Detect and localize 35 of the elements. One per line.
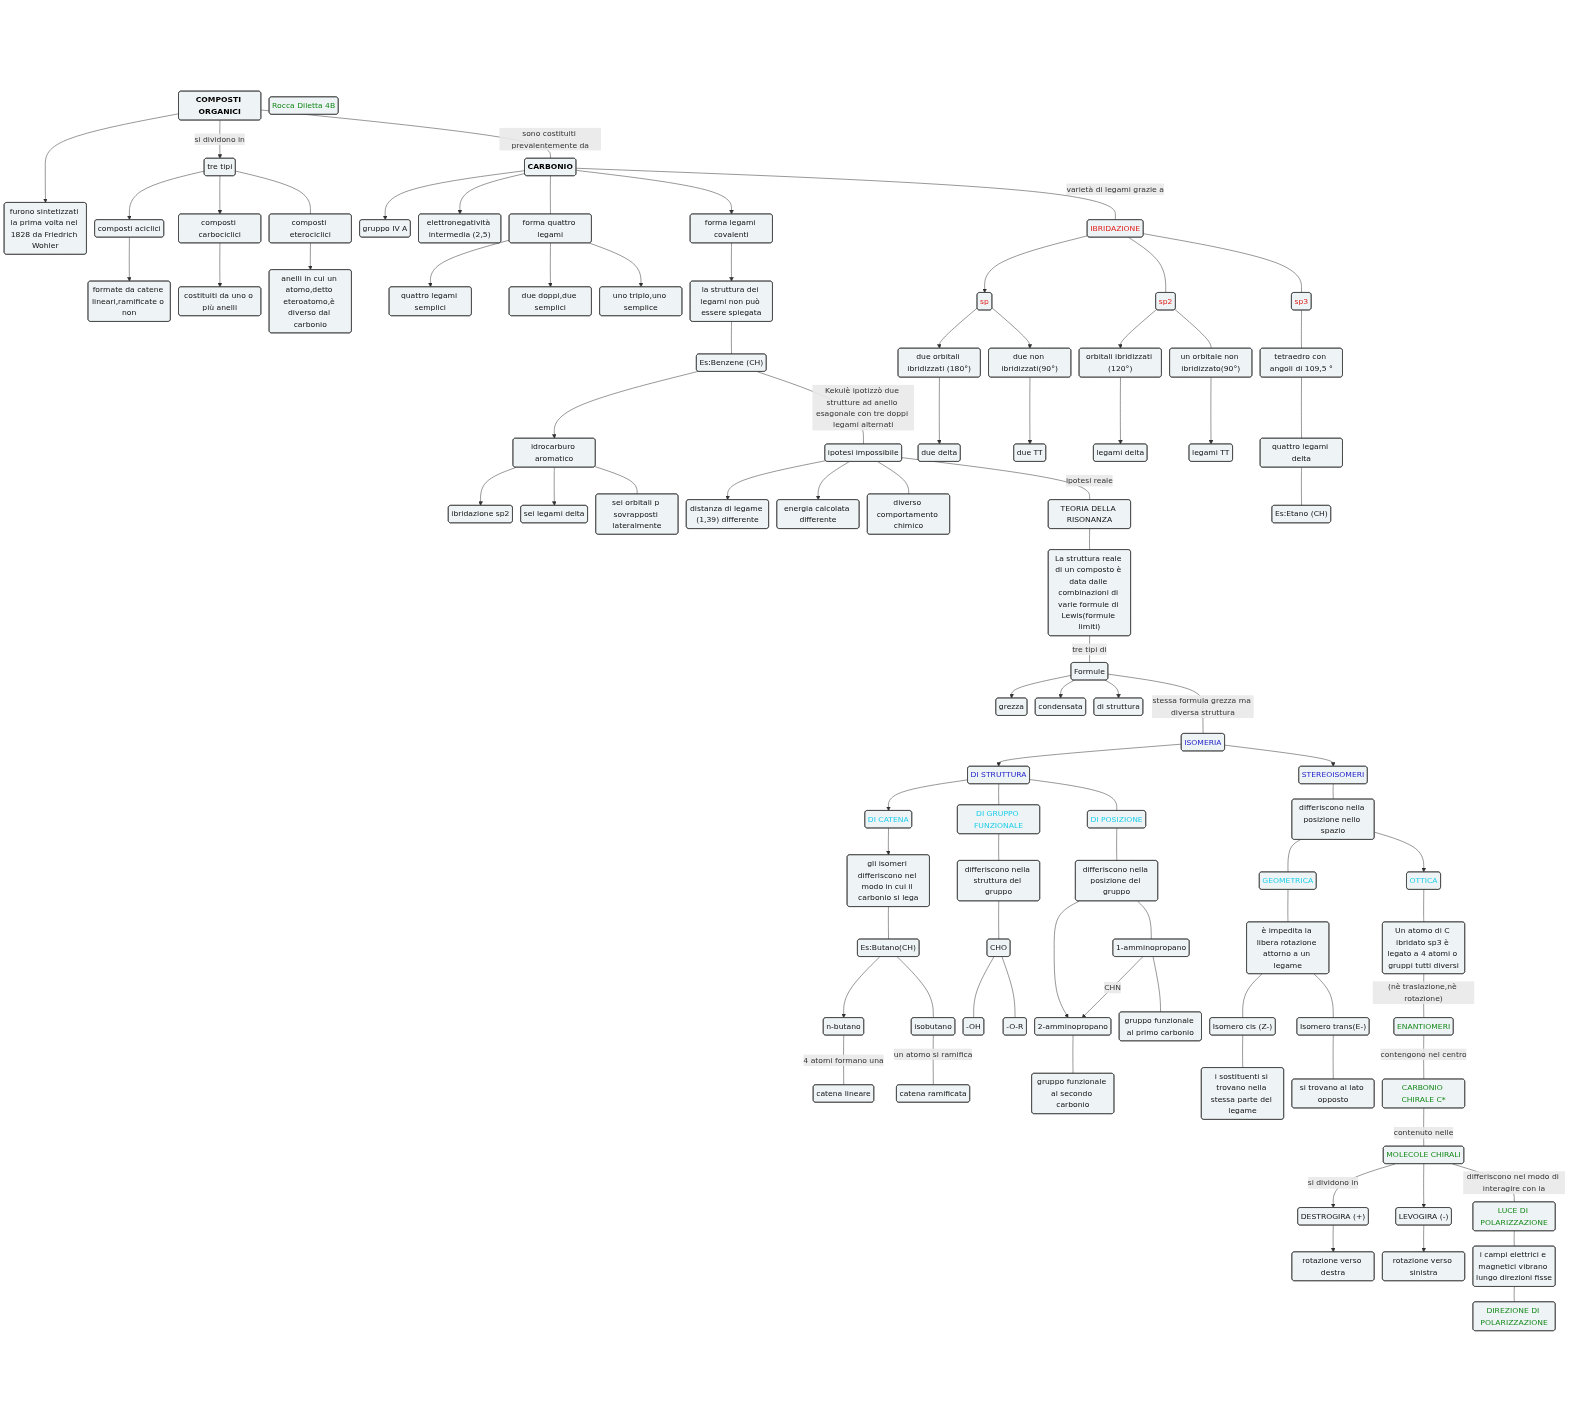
connector (1242, 973, 1263, 1018)
connector (1287, 889, 1289, 922)
connector (1137, 900, 1152, 940)
connector (594, 465, 638, 494)
connector (1128, 236, 1166, 293)
connector (1513, 1286, 1515, 1302)
connector (1287, 839, 1301, 872)
connector (731, 321, 732, 354)
connector (1301, 466, 1302, 506)
connector (897, 956, 934, 1018)
connector (1029, 778, 1118, 811)
connector (550, 175, 551, 214)
connector (1332, 783, 1334, 800)
connector (973, 956, 995, 1018)
connector (1174, 308, 1212, 349)
connector (1143, 233, 1302, 293)
connector (1001, 956, 1016, 1018)
connector (1072, 1034, 1074, 1074)
connector (888, 906, 889, 940)
connector (235, 170, 311, 214)
connector (1513, 1230, 1515, 1247)
connector (1242, 1034, 1243, 1068)
connector (1423, 889, 1425, 922)
connector (1116, 827, 1118, 861)
connector (1332, 1034, 1334, 1080)
connector (998, 783, 1000, 805)
connector (1301, 376, 1302, 439)
connector (877, 461, 909, 494)
connector (1301, 309, 1302, 349)
connector (998, 833, 1000, 861)
connector (1089, 528, 1090, 550)
connector (1313, 973, 1334, 1018)
connector (901, 457, 1090, 500)
connector (998, 900, 1000, 940)
connector (1152, 956, 1161, 1012)
